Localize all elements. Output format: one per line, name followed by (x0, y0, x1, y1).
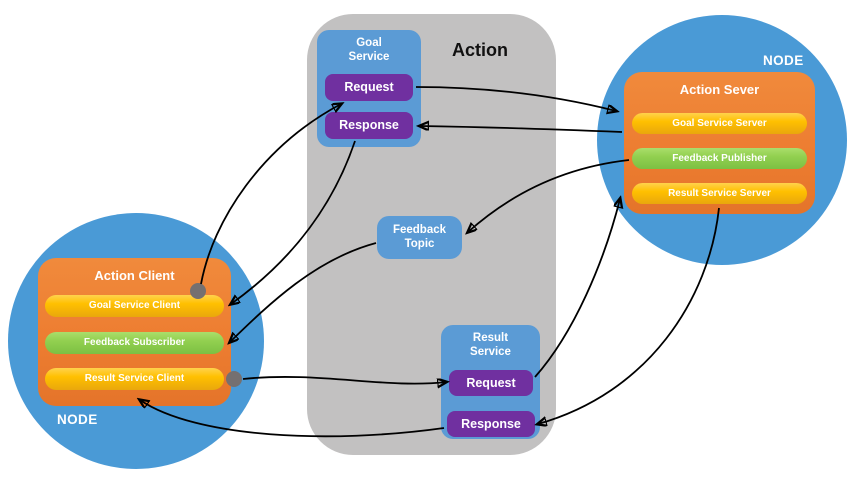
goal-service-server-pill: Goal Service Server (632, 113, 807, 134)
feedback-topic-box: Feedback Topic (377, 216, 462, 259)
goal-request-box: Request (325, 74, 413, 101)
result-service-box: Result Service Request Response (441, 325, 540, 439)
action-server-box: Action Sever Goal Service Server Feedbac… (624, 72, 815, 214)
goal-response-box: Response (325, 112, 413, 139)
result-response-box: Response (447, 411, 535, 437)
result-service-server-pill: Result Service Server (632, 183, 807, 204)
result-service-title: Result Service (470, 332, 511, 358)
goal-client-connector-dot (190, 283, 206, 299)
result-service-client-pill: Result Service Client (45, 368, 224, 390)
action-panel-title: Action (452, 40, 508, 60)
feedback-topic-title: Feedback Topic (392, 224, 447, 250)
action-server-title: Action Sever (679, 82, 760, 97)
action-client-box: Action Client Goal Service Client Feedba… (38, 258, 231, 406)
goal-service-title: Goal Service (348, 37, 390, 63)
server-node-label: NODE (763, 53, 804, 68)
feedback-publisher-pill: Feedback Publisher (632, 148, 807, 169)
client-node-label: NODE (57, 412, 98, 427)
action-client-title: Action Client (94, 268, 175, 283)
goal-service-box: Goal Service Request Response (317, 30, 421, 147)
result-request-box: Request (449, 370, 533, 396)
goal-service-client-pill: Goal Service Client (45, 295, 224, 317)
feedback-subscriber-pill: Feedback Subscriber (45, 332, 224, 354)
result-client-connector-dot (226, 371, 242, 387)
